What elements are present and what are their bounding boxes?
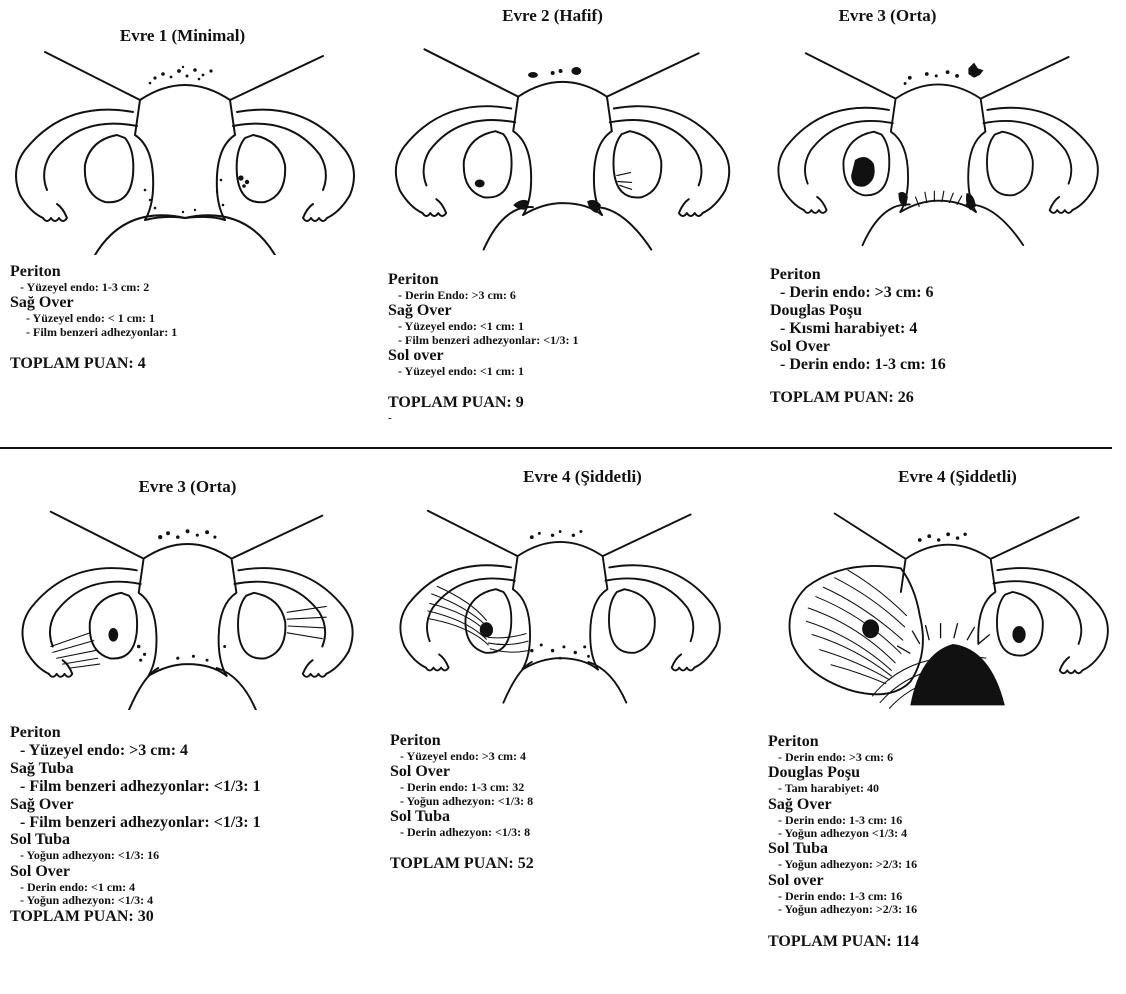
- section-heading: Sağ Over: [10, 796, 261, 814]
- section-heading: Sol Over: [390, 763, 534, 781]
- uterus-diagram: [390, 496, 735, 706]
- score-list: Periton - Yüzeyel endo: >3 cm: 4 Sol Ove…: [390, 732, 534, 873]
- score-item: - Derin Endo: >3 cm: 6: [388, 289, 578, 302]
- score-item: - Derin endo: >3 cm: 6: [770, 284, 946, 302]
- score-item: - Yoğun adhezyon: <1/3: 16: [10, 849, 261, 862]
- section-heading: Sağ Tuba: [10, 760, 261, 778]
- panel-title: Evre 3 (Orta): [105, 477, 270, 497]
- uterus-diagram: [385, 36, 745, 251]
- score-list: Periton - Yüzeyel endo: 1-3 cm: 2 Sağ Ov…: [10, 263, 177, 373]
- panel-title: Evre 2 (Hafif): [470, 6, 635, 26]
- score-item: - Yüzeyel endo: 1-3 cm: 2: [10, 281, 177, 294]
- section-heading: Sol over: [768, 872, 919, 890]
- score-item: - Derin endo: 1-3 cm: 32: [390, 781, 534, 794]
- score-item: - Derin endo: 1-3 cm: 16: [768, 814, 919, 827]
- panel-title: Evre 3 (Orta): [800, 6, 975, 26]
- score-item: - Yüzeyel endo: <1 cm: 1: [388, 320, 578, 333]
- total-score: TOPLAM PUAN: 9: [388, 394, 578, 412]
- score-item: - Derin endo: <1 cm: 4: [10, 881, 261, 894]
- uterus-illustration: [385, 36, 745, 251]
- uterus-illustration: [10, 500, 370, 710]
- score-item: - Yüzeyel endo: >3 cm: 4: [10, 742, 261, 760]
- section-heading: Sol over: [388, 347, 578, 365]
- section-heading: Periton: [10, 724, 261, 742]
- section-heading: Periton: [390, 732, 534, 750]
- score-item: - Yoğun adhezyon: >2/3: 16: [768, 858, 919, 871]
- total-score: TOPLAM PUAN: 52: [390, 855, 534, 873]
- score-item: - Derin adhezyon: <1/3: 8: [390, 826, 534, 839]
- uterus-diagram: [5, 40, 370, 255]
- score-item: - Yoğun adhezyon: <1/3: 8: [390, 795, 534, 808]
- total-score: TOPLAM PUAN: 26: [770, 389, 946, 407]
- uterus-illustration: [5, 40, 370, 255]
- panel-title: Evre 4 (Şiddetli): [870, 467, 1045, 487]
- score-item: - Yoğun adhezyon: >2/3: 16: [768, 903, 919, 916]
- section-heading: Sol Tuba: [390, 808, 534, 826]
- uterus-diagram: [778, 496, 1123, 721]
- uterus-diagram: [768, 36, 1113, 251]
- section-heading: Periton: [768, 733, 919, 751]
- score-item: - Film benzeri adhezyonlar: <1/3: 1: [10, 814, 261, 832]
- uterus-illustration: [778, 496, 1123, 721]
- score-item: - Yüzeyel endo: < 1 cm: 1: [10, 312, 177, 325]
- score-item: - Film benzeri adhezyonlar: <1/3: 1: [388, 334, 578, 347]
- score-item: - Yoğun adhezyon: <1/3: 4: [10, 894, 261, 907]
- stray-dash: -: [388, 412, 392, 424]
- section-heading: Sağ Over: [768, 796, 919, 814]
- score-item: - Tam harabiyet: 40: [768, 782, 919, 795]
- section-heading: Sol Tuba: [768, 840, 919, 858]
- score-item: - Derin endo: 1-3 cm: 16: [770, 356, 946, 374]
- score-item: - Yoğun adhezyon <1/3: 4: [768, 827, 919, 840]
- section-heading: Periton: [10, 263, 177, 281]
- uterus-illustration: [768, 36, 1113, 251]
- section-heading: Douglas Poşu: [770, 302, 946, 320]
- section-heading: Periton: [770, 266, 946, 284]
- panel-title: Evre 4 (Şiddetli): [495, 467, 670, 487]
- section-heading: Douglas Poşu: [768, 764, 919, 782]
- score-item: - Derin endo: >3 cm: 6: [768, 751, 919, 764]
- score-list: Periton - Yüzeyel endo: >3 cm: 4 Sağ Tub…: [10, 724, 261, 925]
- uterus-diagram: [10, 500, 370, 710]
- uterus-illustration: [390, 496, 735, 706]
- score-item: - Derin endo: 1-3 cm: 16: [768, 890, 919, 903]
- score-list: Periton - Derin endo: >3 cm: 6 Douglas P…: [768, 733, 919, 951]
- score-list: Periton - Derin endo: >3 cm: 6 Douglas P…: [770, 266, 946, 407]
- score-item: - Film benzeri adhezyonlar: 1: [10, 326, 177, 339]
- score-item: - Kısmi harabiyet: 4: [770, 320, 946, 338]
- score-item: - Film benzeri adhezyonlar: <1/3: 1: [10, 778, 261, 796]
- section-heading: Sağ Over: [10, 294, 177, 312]
- score-item: - Yüzeyel endo: >3 cm: 4: [390, 750, 534, 763]
- section-heading: Sağ Over: [388, 302, 578, 320]
- section-heading: Sol Over: [770, 338, 946, 356]
- section-heading: Periton: [388, 271, 578, 289]
- total-score: TOPLAM PUAN: 4: [10, 355, 177, 373]
- section-heading: Sol Over: [10, 863, 261, 881]
- section-heading: Sol Tuba: [10, 831, 261, 849]
- total-score: TOPLAM PUAN: 114: [768, 933, 919, 951]
- total-score: TOPLAM PUAN: 30: [10, 908, 261, 926]
- score-list: Periton - Derin Endo: >3 cm: 6 Sağ Over …: [388, 271, 578, 412]
- score-item: - Yüzeyel endo: <1 cm: 1: [388, 365, 578, 378]
- row-divider: [0, 447, 1112, 449]
